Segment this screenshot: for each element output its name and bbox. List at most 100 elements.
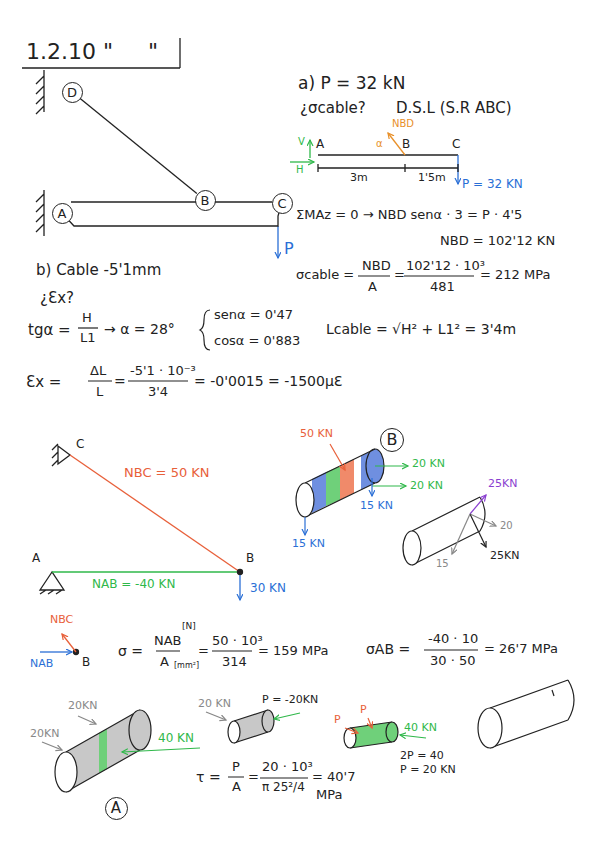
structural-member	[69, 213, 279, 226]
note-text: C	[452, 138, 460, 151]
cylinder-b	[296, 444, 408, 535]
note-text: 15	[436, 558, 449, 569]
note-text: A	[160, 655, 169, 669]
cylinder-a	[66, 710, 140, 792]
note-text: P	[284, 240, 294, 258]
note-text: B	[246, 552, 254, 565]
note-text: NBD	[392, 118, 414, 129]
note-text: P = -20KN	[262, 694, 318, 706]
node-free-body	[62, 634, 76, 652]
cylinder-empty	[478, 708, 502, 748]
cylinder-section	[403, 531, 421, 565]
title-frame	[22, 38, 180, 68]
note-text: 15 KN	[360, 500, 393, 512]
note-text: ¿σcable?	[300, 100, 366, 117]
node-free-body	[40, 651, 72, 652]
note-text: NBD = 102'12 KN	[440, 234, 555, 248]
note-text: NBC	[50, 614, 73, 626]
cylinder-a	[42, 742, 62, 750]
note-text: 20 KN	[198, 698, 231, 710]
cylinder-a	[55, 752, 77, 792]
note-text: senα = 0'47	[214, 308, 293, 322]
cylinder-a	[66, 710, 140, 792]
free-body-diagram	[309, 140, 310, 158]
note-text: 102'12 · 10³	[406, 259, 485, 273]
note-text: 40 KN	[404, 722, 437, 734]
note-text: ¿Ɛx?	[40, 290, 74, 307]
truss	[40, 444, 243, 600]
note-text: 20KN	[68, 700, 97, 712]
note-text: = 40'7	[312, 770, 355, 784]
note-text: π 25²/4	[262, 781, 305, 794]
truss	[40, 572, 64, 594]
note-text: H	[82, 311, 92, 325]
circled-letter: C	[272, 193, 293, 214]
cylinder-section	[452, 514, 470, 554]
note-text: tgα =	[28, 322, 71, 339]
structure-1	[277, 226, 278, 258]
circled-letter: A	[52, 203, 73, 224]
note-text: =	[198, 644, 209, 658]
cylinder-b	[296, 483, 314, 517]
note-text: -5'1 · 10⁻³	[130, 364, 196, 378]
cylinder-empty	[552, 690, 554, 696]
truss	[238, 570, 243, 575]
cylinder-section	[470, 495, 486, 514]
note-text: NBD	[362, 259, 391, 273]
note-text: P = 32 KN	[462, 178, 523, 191]
note-text: 20 KN	[412, 458, 445, 470]
note-text: P	[334, 714, 341, 726]
truss	[70, 455, 240, 572]
note-text: → α = 28°	[104, 322, 175, 337]
cylinder-section	[470, 514, 486, 547]
note-text: MPa	[316, 788, 342, 802]
note-text: a) P = 32 kN	[298, 74, 405, 93]
cylinder-slice	[345, 728, 358, 733]
note-text: α	[376, 138, 383, 149]
note-text: 50 KN	[300, 428, 333, 440]
structure-1	[36, 190, 44, 236]
note-text: =	[114, 374, 126, 389]
note-text: A	[316, 138, 324, 151]
circled-letter: B	[380, 428, 404, 452]
fraction-bars	[78, 276, 478, 778]
note-text: Ɛx =	[26, 374, 61, 391]
note-text: 25KN	[488, 478, 517, 490]
note-text: b) Cable -5'1mm	[36, 262, 161, 279]
note-text: L	[96, 385, 103, 399]
note-text: = 26'7 MPa	[484, 642, 558, 656]
note-text: [mm²]	[174, 662, 199, 671]
truss	[52, 571, 240, 572]
note-text: ΣMAz = 0 → NBD senα · 3 = P · 4'5	[296, 208, 522, 222]
letter-text: B	[201, 194, 210, 207]
cylinder-a	[42, 710, 200, 792]
note-text: NBC = 50 KN	[124, 466, 210, 480]
note-text: H	[296, 164, 304, 175]
node-free-body	[40, 634, 79, 655]
note-text: B	[402, 138, 410, 151]
note-text: [N]	[182, 622, 196, 632]
free-body-diagram	[290, 161, 314, 162]
truss	[52, 444, 70, 466]
circled-letter: A	[105, 797, 128, 820]
structure-1	[71, 201, 272, 202]
structure-1	[36, 70, 278, 258]
note-text: cosα = 0'883	[214, 334, 300, 348]
fraction-bars	[88, 380, 188, 381]
cylinder-small	[206, 712, 226, 720]
note-text: = 212 MPa	[480, 268, 550, 282]
cylinder-a	[129, 710, 151, 750]
note-text: σAB =	[366, 642, 410, 657]
title-frame	[22, 38, 180, 68]
cylinder-b	[330, 444, 345, 470]
note-text: 30 · 50	[430, 654, 475, 668]
cylinder-b	[371, 478, 372, 496]
note-text: A	[232, 780, 241, 794]
letter-text: B	[387, 432, 398, 448]
note-text: 50 · 10³	[212, 634, 263, 648]
note-text: = -0'0015 = -1500μƐ	[194, 374, 342, 389]
fraction-bars	[200, 310, 210, 350]
note-text: τ =	[196, 770, 221, 785]
note-text: =	[248, 770, 259, 784]
